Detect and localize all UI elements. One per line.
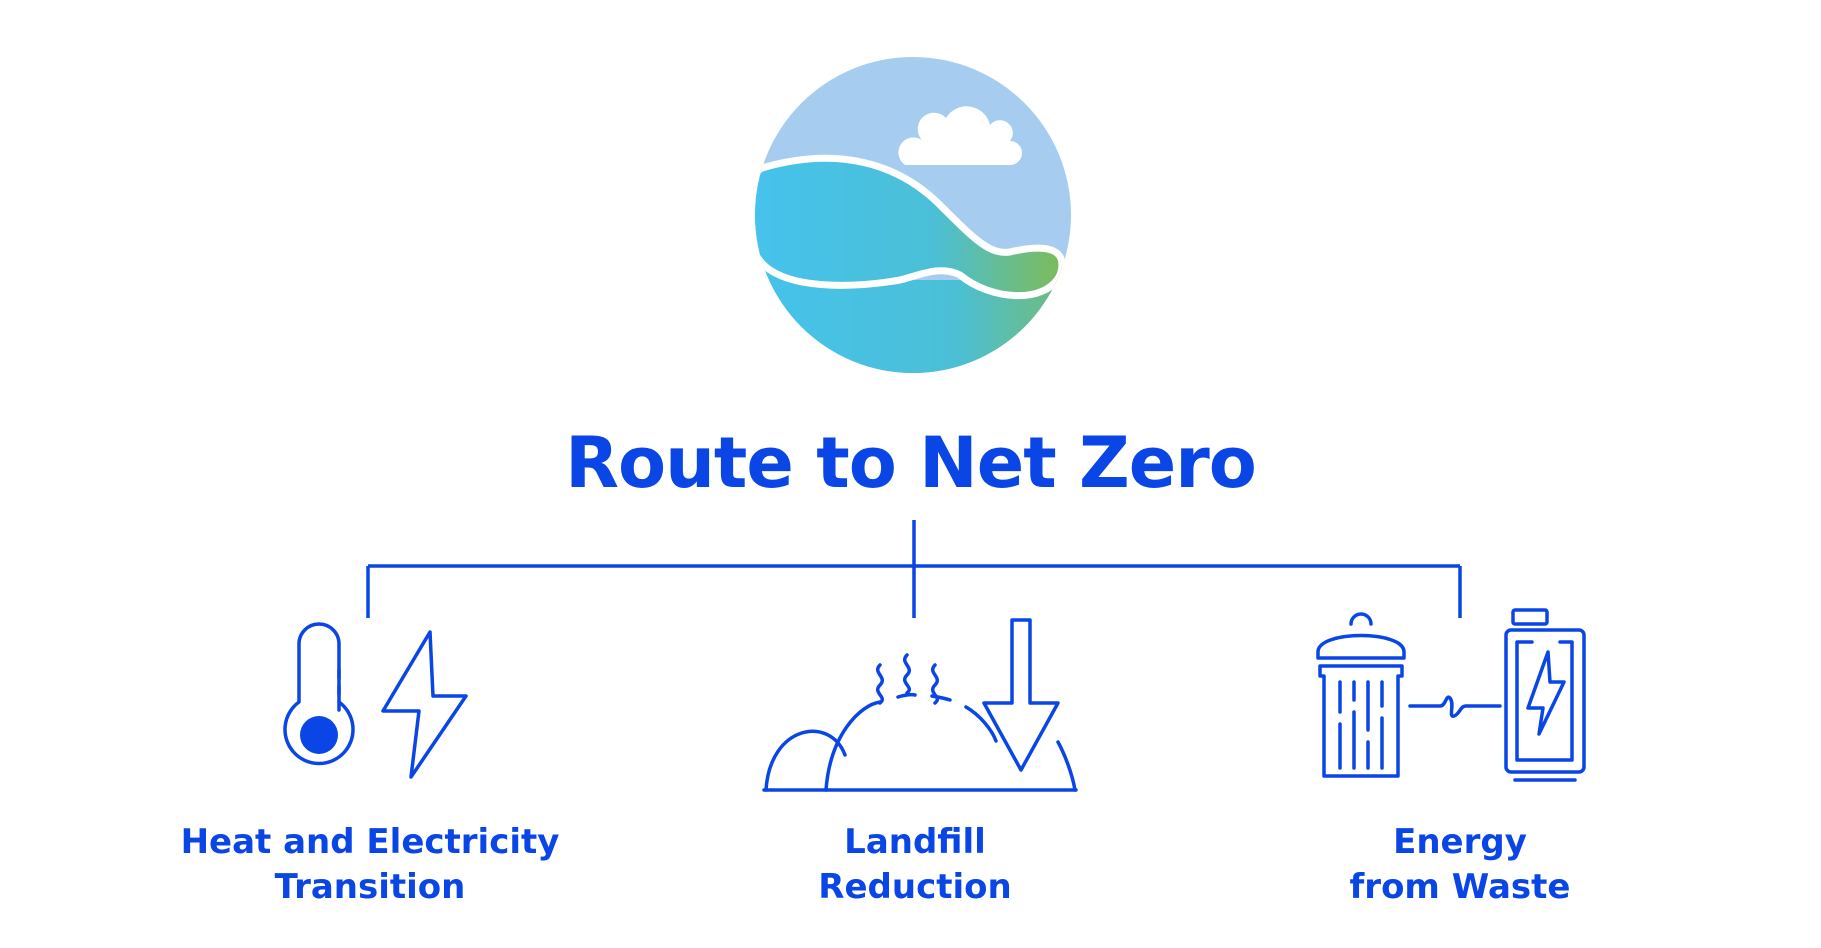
branch-label-line: Reduction — [818, 867, 1012, 907]
battery-bolt-icon — [1526, 650, 1566, 736]
trash-bin-icon — [1318, 664, 1404, 778]
branch-label-line: Landfill — [844, 822, 986, 862]
cloud-icon — [898, 106, 1022, 165]
branch-label-line: Heat and Electricity — [180, 822, 560, 862]
bin-to-battery-icon — [1316, 608, 1586, 782]
bin-lid — [1316, 633, 1406, 660]
thermometer-icon — [283, 622, 355, 766]
power-cable — [1408, 695, 1502, 718]
arrow-down-icon — [982, 618, 1060, 772]
battery-icon — [1504, 628, 1586, 774]
branch-label-line: Transition — [274, 867, 466, 907]
branch-label-landfill: Landfill Reduction — [685, 820, 1145, 910]
branch-label-line: Energy — [1393, 822, 1527, 862]
landfill-reduction-icon — [762, 618, 1078, 792]
branch-label-line: from Waste — [1349, 867, 1571, 907]
wave-shape — [755, 154, 1066, 300]
net-zero-globe-logo — [755, 57, 1071, 373]
lightning-icon — [381, 630, 468, 779]
branch-label-energy-waste: Energy from Waste — [1230, 820, 1690, 910]
page-title: Route to Net Zero — [565, 422, 1257, 504]
thermometer-lightning-icon — [283, 622, 468, 779]
branch-label-heat-electricity: Heat and Electricity Transition — [140, 820, 600, 910]
